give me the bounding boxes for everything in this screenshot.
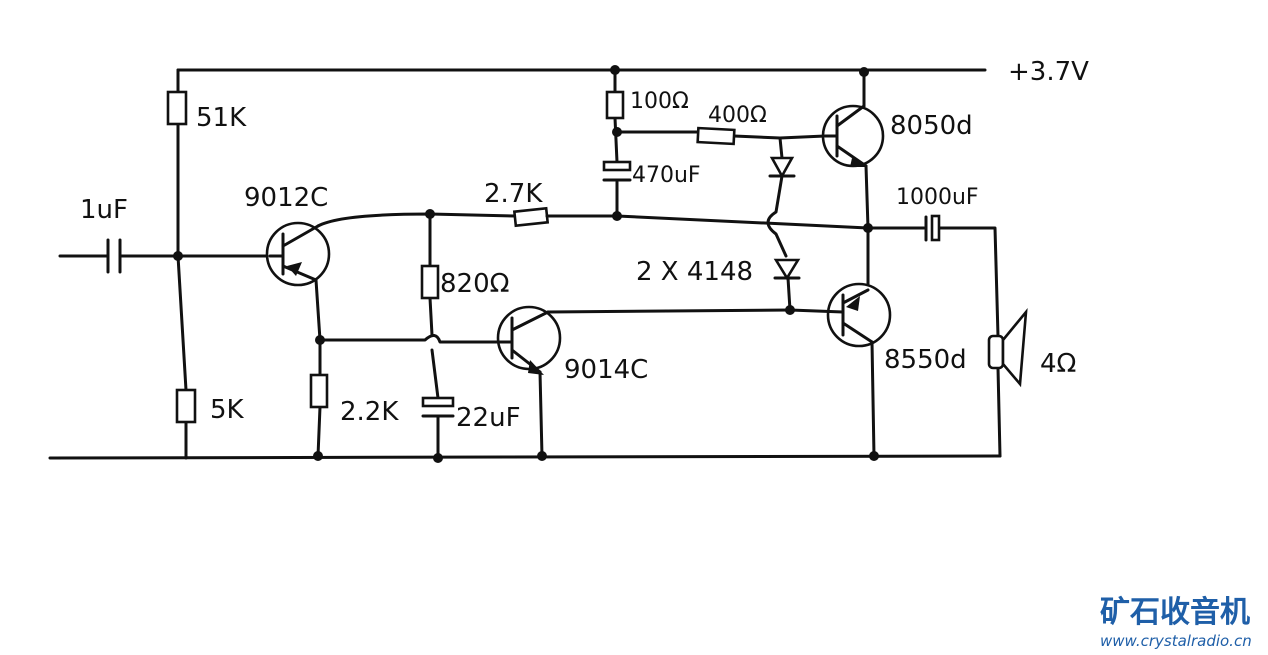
label-820: 820Ω: [440, 269, 510, 299]
diode-4148-lower: [773, 258, 801, 281]
resistor-2-7k: [512, 206, 550, 228]
transistor-9012c: [265, 221, 331, 287]
capacitor-22uf: [421, 396, 455, 418]
capacitor-1000uf: [924, 214, 941, 242]
resistor-820-wires: [428, 212, 440, 460]
label-100: 100Ω: [630, 89, 689, 114]
transistor-8050d: [821, 104, 885, 168]
resistor-820: [420, 264, 440, 300]
label-9014c: 9014C: [564, 355, 648, 385]
midpoint-wire: [545, 214, 870, 230]
label-8550d: 8550d: [884, 345, 967, 375]
resistor-51k: [166, 90, 188, 126]
q4-wires: [870, 340, 876, 458]
diode-4148-upper: [768, 156, 796, 179]
q3-wires: [538, 308, 792, 458]
output-wire: [866, 226, 1002, 458]
diode-wires: [766, 136, 792, 312]
watermark-title: 矿石收音机: [1100, 595, 1250, 630]
capacitor-1uf: [106, 238, 122, 274]
label-2-2k: 2.2K: [340, 397, 399, 427]
q2-wires: [862, 68, 870, 292]
speaker-icon: [987, 307, 1028, 388]
label-470uf: 470uF: [632, 163, 701, 188]
label-1uf: 1uF: [80, 195, 128, 225]
label-8050d: 8050d: [890, 111, 973, 141]
capacitor-470uf: [602, 160, 632, 182]
transistor-8550d: [788, 282, 892, 348]
resistor-2-2k: [309, 373, 329, 409]
bias-divider-wire: [176, 68, 188, 460]
transistor-9014c: [493, 305, 562, 375]
ground-rail: [48, 454, 1002, 460]
label-400: 400Ω: [708, 103, 767, 128]
label-5k: 5K: [210, 395, 245, 425]
label-51k: 51K: [196, 103, 247, 133]
label-supply: +3.7V: [1008, 57, 1089, 87]
label-4148: 2 X 4148: [636, 257, 753, 287]
label-9012c: 9012C: [244, 183, 328, 213]
resistor-400: [696, 126, 736, 146]
resistor-5k: [175, 388, 197, 424]
label-2-7k: 2.7K: [484, 179, 543, 209]
resistor-100: [605, 90, 625, 120]
label-22uf: 22uF: [456, 403, 521, 433]
junction-dots: [173, 65, 879, 463]
label-4-ohm: 4Ω: [1040, 349, 1076, 379]
label-1000uf: 1000uF: [896, 185, 979, 210]
watermark-url: www.crystalradio.cn: [1100, 632, 1252, 650]
